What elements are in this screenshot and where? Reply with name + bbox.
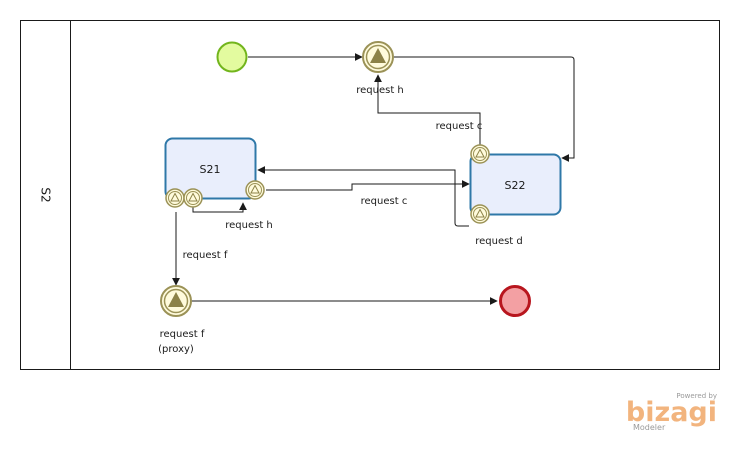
pool-border[interactable] — [20, 20, 720, 370]
label-request-f-event-line1: request f — [160, 329, 205, 340]
label-request-f-flow: request f — [183, 250, 228, 261]
intermediate-event-request-h[interactable] — [362, 41, 394, 73]
boundary-event-s21-bottom-right[interactable] — [245, 180, 265, 200]
flow-request-d-to-s21[interactable] — [257, 166, 469, 227]
flow-s21-to-s22[interactable] — [266, 180, 470, 191]
boundary-event-s21-bottom-second[interactable] — [183, 188, 203, 208]
bizagi-logo: bizagi — [626, 397, 717, 428]
bizagi-branding: Powered by bizagi Modeler — [626, 392, 717, 432]
label-request-c-top: request c — [436, 121, 483, 132]
flow-request-c-to-event-h[interactable] — [374, 74, 481, 145]
pool: S2 — [20, 20, 720, 370]
task-s21-label: S21 — [200, 163, 221, 176]
signal-triangle-icon — [475, 208, 485, 218]
label-request-h-mid: request h — [225, 220, 273, 231]
boundary-event-s21-bottom-left[interactable] — [165, 188, 185, 208]
label-request-f-event-line2: (proxy) — [158, 344, 194, 355]
signal-triangle-icon — [170, 192, 180, 202]
signal-triangle-icon — [370, 48, 386, 63]
intermediate-event-request-f[interactable] — [160, 285, 192, 317]
boundary-event-s22-top-left[interactable] — [470, 144, 490, 164]
label-request-h-top: request h — [356, 85, 404, 96]
signal-triangle-icon — [188, 192, 198, 202]
label-request-c-mid: request c — [361, 196, 408, 207]
end-event[interactable] — [499, 285, 531, 317]
powered-by-text: Powered by — [676, 392, 717, 400]
task-s21[interactable]: S21 — [164, 137, 257, 200]
lane-label: S2 — [39, 187, 53, 202]
signal-triangle-icon — [250, 184, 260, 194]
sequence-flows — [172, 53, 575, 305]
boundary-event-s22-bottom-left[interactable] — [470, 204, 490, 224]
flow-event-h-to-s22[interactable] — [394, 56, 575, 162]
modeler-text: Modeler — [633, 423, 666, 432]
signal-triangle-icon — [168, 292, 184, 307]
task-s22[interactable]: S22 — [469, 153, 562, 216]
label-request-d: request d — [475, 236, 523, 247]
task-s22-label: S22 — [505, 179, 526, 192]
signal-triangle-icon — [475, 148, 485, 158]
start-event[interactable] — [216, 41, 248, 73]
